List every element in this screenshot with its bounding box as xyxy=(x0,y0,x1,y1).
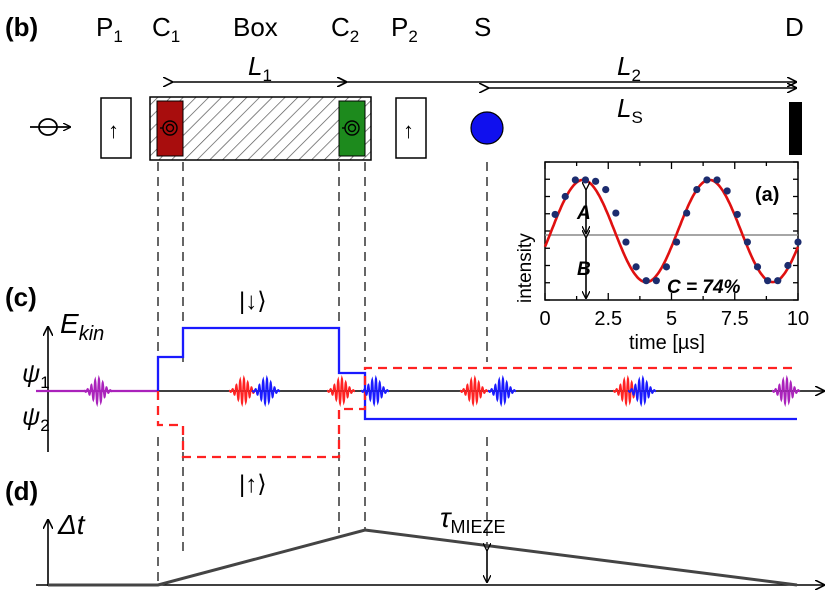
chart-xtick-label: 0 xyxy=(539,308,550,330)
amplitude-label: A xyxy=(576,203,591,224)
wavepacket-spin-down xyxy=(627,374,657,408)
wavepacket-spin-down xyxy=(360,374,390,408)
wavepacket-spin-down xyxy=(487,374,517,408)
panel-label-b: (b) xyxy=(5,12,38,42)
polarizer-p1: ↑ xyxy=(100,97,132,159)
wavepacket-spin-up xyxy=(459,374,489,408)
precession-box xyxy=(149,96,372,161)
data-point xyxy=(683,209,691,217)
data-point xyxy=(571,176,579,184)
wavepacket-spin-down xyxy=(251,374,281,408)
tau-label: τMIEZE xyxy=(440,502,506,537)
data-point xyxy=(672,238,681,246)
chart-xtick-label: 5 xyxy=(666,308,677,330)
chart-xtick-label: 10 xyxy=(787,308,809,330)
chart-xtick-label: 2.5 xyxy=(594,308,622,330)
dashed-guides xyxy=(157,162,488,583)
chart-ticks xyxy=(544,161,799,301)
state-down-label: |↓⟩ xyxy=(239,288,267,315)
energy-panel: (c) Ekin ψ1 ψ2 |↓⟩ |↑⟩ xyxy=(5,282,824,498)
label-p2: P2 xyxy=(391,12,418,46)
data-point xyxy=(642,277,650,285)
panel-label-c: (c) xyxy=(5,282,37,312)
p2-arrow-icon: ↑ xyxy=(403,118,414,143)
data-point xyxy=(622,238,630,246)
energy-path-spin-down xyxy=(156,326,797,421)
c2-spiral-icon xyxy=(342,120,360,136)
label-c1: C1 xyxy=(152,12,180,46)
wavepacket-mixed xyxy=(83,374,113,408)
state-up-label: |↑⟩ xyxy=(239,471,267,498)
detector-icon xyxy=(789,102,802,155)
data-point xyxy=(592,177,600,185)
offset-label: B xyxy=(577,259,591,280)
data-point xyxy=(764,277,772,285)
energy-path-spin-up xyxy=(156,366,797,459)
data-point xyxy=(733,210,741,219)
data-point xyxy=(581,176,590,184)
psi1-label: ψ1 xyxy=(22,360,50,392)
chart-ylabel: intensity xyxy=(515,233,536,303)
data-point xyxy=(551,210,559,219)
data-point xyxy=(774,277,782,285)
label-detector: D xyxy=(785,12,804,42)
c1-spiral-icon xyxy=(160,120,178,136)
data-point xyxy=(794,238,802,246)
label-c2: C2 xyxy=(331,12,359,46)
label-l2: L2 xyxy=(617,51,641,85)
wavepackets xyxy=(83,374,801,408)
label-p1: P1 xyxy=(96,12,123,46)
data-point xyxy=(703,176,711,184)
data-point xyxy=(713,176,721,184)
wavepacket-spin-up xyxy=(326,374,356,408)
panel-label-d: (d) xyxy=(5,476,38,506)
sample-icon xyxy=(470,111,504,145)
wavepacket-mixed xyxy=(771,374,801,408)
timing-axis-label: Δt xyxy=(57,509,86,540)
setup-panel: (b) P1 C1 Box C2 P2 S D L1 L2 LS ↑ xyxy=(5,12,804,583)
data-point xyxy=(561,192,569,201)
timing-panel: (d) Δt τMIEZE xyxy=(5,476,824,586)
chart-xtick-labels: 0 2.5 5 7.5 10 xyxy=(539,308,809,330)
chart-title: (a) xyxy=(755,184,779,206)
data-point xyxy=(723,187,731,195)
psi2-label: ψ2 xyxy=(22,403,50,435)
data-point xyxy=(743,238,752,246)
label-box: Box xyxy=(233,12,278,42)
data-point xyxy=(652,277,660,285)
label-ls: LS xyxy=(617,93,643,127)
data-point xyxy=(632,263,640,271)
energy-axis-label: Ekin xyxy=(60,308,104,345)
label-l1: L1 xyxy=(248,51,272,85)
chart-xlabel: time [µs] xyxy=(629,332,705,354)
neutron-source-icon xyxy=(30,118,70,136)
inset-chart: (a) intensity time [µs] 0 2.5 5 7.5 10 A B C… xyxy=(515,161,809,354)
polarizer-p2: ↑ xyxy=(395,97,427,159)
data-point xyxy=(662,263,671,271)
p1-arrow-icon: ↑ xyxy=(108,118,119,143)
data-points xyxy=(551,176,802,285)
data-point xyxy=(693,186,701,194)
data-point xyxy=(602,186,610,194)
data-point xyxy=(753,263,762,271)
contrast-label: C = 74% xyxy=(667,277,741,298)
timing-difference-curve xyxy=(48,528,798,587)
chart-xtick-label: 7.5 xyxy=(721,308,749,330)
data-point xyxy=(784,261,792,270)
label-sample: S xyxy=(474,12,491,42)
data-point xyxy=(612,209,620,217)
